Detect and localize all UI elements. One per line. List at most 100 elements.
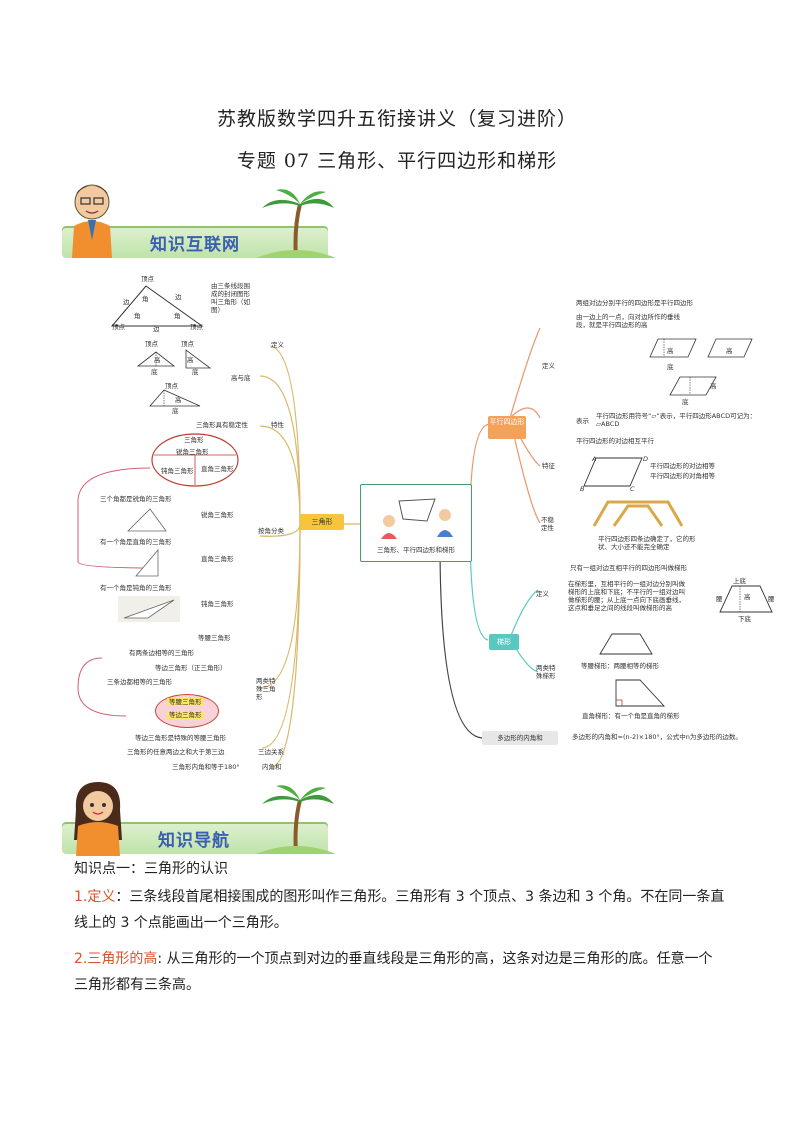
side-label: 边 (123, 298, 130, 306)
center-label: 三角形、平行四边形和梯形 (377, 546, 455, 554)
tz-parts-figure (719, 585, 773, 613)
tz-def-branch: 定义 (536, 590, 549, 598)
side-label: 边 (175, 293, 182, 301)
right-trapezoid-figure (615, 679, 666, 707)
document-subtitle: 专题 07 三角形、平行四边形和梯形 (236, 150, 558, 172)
right-desc: 有一个角是直角的三角形 (100, 538, 172, 546)
right-name: 直角三角形 (201, 555, 234, 563)
knowledge-navigation-banner: 知识导航 (0, 782, 340, 856)
obtuse-desc: 有一个角是钝角的三角形 (100, 584, 172, 592)
vertex-b: B (580, 485, 585, 493)
special-item: 有两条边相等的三角形 (129, 649, 194, 657)
property-branch: 特性 (271, 421, 284, 429)
pg-def-line: 两组对边分别平行的四边形是平行四边形 (576, 299, 693, 307)
palm-tree-icon (256, 785, 336, 855)
isosceles-trapezoid-figure (599, 633, 653, 655)
pg-figure-label: 高 (710, 382, 717, 390)
special-item: 三条边都相等的三角形 (107, 678, 172, 686)
knowledge-navigation-title: 知识导航 (158, 831, 230, 851)
base-label: 底 (151, 368, 158, 376)
pg-unstable-figure (592, 500, 684, 527)
triangle-node: 三角形 (300, 514, 344, 530)
ellipse-label: 三角形 (184, 436, 204, 444)
tz-label: 高 (744, 593, 751, 601)
pg-figure-label: 高 (667, 347, 674, 355)
pg-unstable-text: 平行四边形四条边确定了，它的形状、大小还不能完全确定 (598, 535, 696, 552)
tz-label: 腰 (768, 595, 775, 603)
triangle-heights-figure (136, 349, 212, 407)
tz-special-branch: 两类特殊梯形 (536, 664, 556, 681)
parallelogram-node: 平行四边形 (488, 416, 526, 439)
item-label: 定义 (87, 889, 116, 905)
angle-class-branch: 按角分类 (258, 527, 284, 535)
triangle-definition-figure (110, 285, 204, 327)
acute-desc: 三个角都是锐角的三角形 (100, 495, 172, 503)
pg-feature-line: 平行四边形的对边相等 (650, 462, 715, 470)
pg-def-line: 由一边上的一点，向对边所作的垂线段，就是平行四边形的高 (576, 313, 680, 330)
knowledge-network-banner: 知识互联网 (0, 184, 340, 259)
pg-feature-title: 平行四边形的对边相互平行 (576, 437, 654, 445)
acute-name: 锐角三角形 (201, 511, 234, 519)
angle-label: 角 (174, 312, 181, 320)
item-number: 2. (74, 951, 88, 967)
tz-label: 腰 (716, 595, 723, 603)
girl-student-icon (74, 782, 122, 856)
right-triangle-figure (135, 548, 159, 577)
pg-unstable-branch: 不稳定性 (541, 516, 554, 533)
pg-figure-label: 底 (667, 363, 674, 371)
section-title: 知识点一：三角形的认识 (74, 861, 228, 877)
content-item-1: 1.定义：三条线段首尾相接围成的图形叫作三角形。三角形有 3 个顶点、3 条边和… (74, 884, 726, 936)
pg-feature-branch: 特征 (542, 462, 555, 470)
tz-def-text: 在梯形里，互相平行的一组对边分别叫做梯形的上底和下底；不平行的一组对边叫做梯形的… (568, 580, 685, 613)
polygon-node: 多边形的内角和 (482, 731, 558, 745)
tz-label: 上底 (733, 577, 746, 585)
angle-label: 角 (142, 295, 149, 303)
vertex-a: A (592, 455, 597, 463)
base-label: 底 (192, 368, 199, 376)
angles-branch: 内角和 (262, 763, 282, 771)
children-icon (381, 498, 453, 539)
angle-class-ellipse (151, 433, 239, 487)
special-note: 等边三角形是特殊的等腰三角形 (135, 734, 226, 742)
document-title: 苏教版数学四升五衔接讲义（复习进阶） (216, 108, 577, 130)
vertex-label: 顶点 (112, 323, 125, 331)
special-item: 等腰三角形 (198, 634, 231, 642)
pg-figure-label: 高 (726, 347, 733, 355)
angle-label: 角 (134, 312, 141, 320)
sides-branch: 三边关系 (258, 748, 284, 756)
sides-text: 三角形的任意两边之和大于第三边 (127, 748, 225, 756)
knowledge-network-title: 知识互联网 (150, 235, 240, 255)
pg-abcd-figure (583, 457, 643, 487)
pg-figure-label: 底 (682, 398, 689, 406)
vertex-d: D (643, 455, 649, 463)
angles-text: 三角形内角和等于180° (172, 763, 240, 771)
tz-label: 下底 (738, 615, 751, 623)
item-number: 1. (74, 889, 88, 905)
palm-tree-icon (256, 189, 336, 259)
pg-feature-line: 平行四边形的对角相等 (650, 472, 715, 480)
vertex-label: 顶点 (181, 340, 194, 348)
tz-special-item: 直角梯形：有一个角是直角的梯形 (582, 712, 680, 720)
height-label: 高 (187, 356, 194, 364)
teacher-icon (72, 184, 112, 258)
base-label: 底 (172, 407, 179, 415)
height-label: 高 (154, 356, 161, 364)
triangle-definition-text: 由三条线段围成的封闭图形叫三角形（如图） (211, 282, 250, 315)
ellipse-label: 钝角三角形 (161, 467, 194, 475)
ellipse-label: 锐角三角形 (176, 448, 209, 456)
content-item-2: 2.三角形的高: 从三角形的一个顶点到对边的垂直线段是三角形的高，这条对边是三角… (74, 946, 726, 998)
stability-text: 三角形具有稳定性 (196, 421, 248, 429)
special-branch: 两类特殊三角形 (256, 677, 276, 702)
item-text: ：三条线段首尾相接围成的图形叫作三角形。三角形有 3 个顶点、3 条边和 3 个… (74, 889, 725, 931)
height-label: 高 (175, 396, 182, 404)
special-item: 等边三角形（正三角形） (155, 664, 227, 672)
ellipse-label: 直角三角形 (201, 465, 234, 473)
vertex-c: C (630, 485, 635, 493)
pg-height-figures (649, 338, 753, 396)
acute-triangle-figure (127, 508, 167, 532)
vertex-label: 顶点 (141, 275, 154, 283)
tz-def-title: 只有一组对边互相平行的四边形叫做梯形 (570, 564, 687, 572)
vertex-label: 顶点 (165, 382, 178, 390)
item-label: 三角形的高 (87, 951, 158, 967)
polygon-text: 多边形的内角和=(n-2)×180°，公式中n为多边形的边数。 (572, 733, 742, 741)
